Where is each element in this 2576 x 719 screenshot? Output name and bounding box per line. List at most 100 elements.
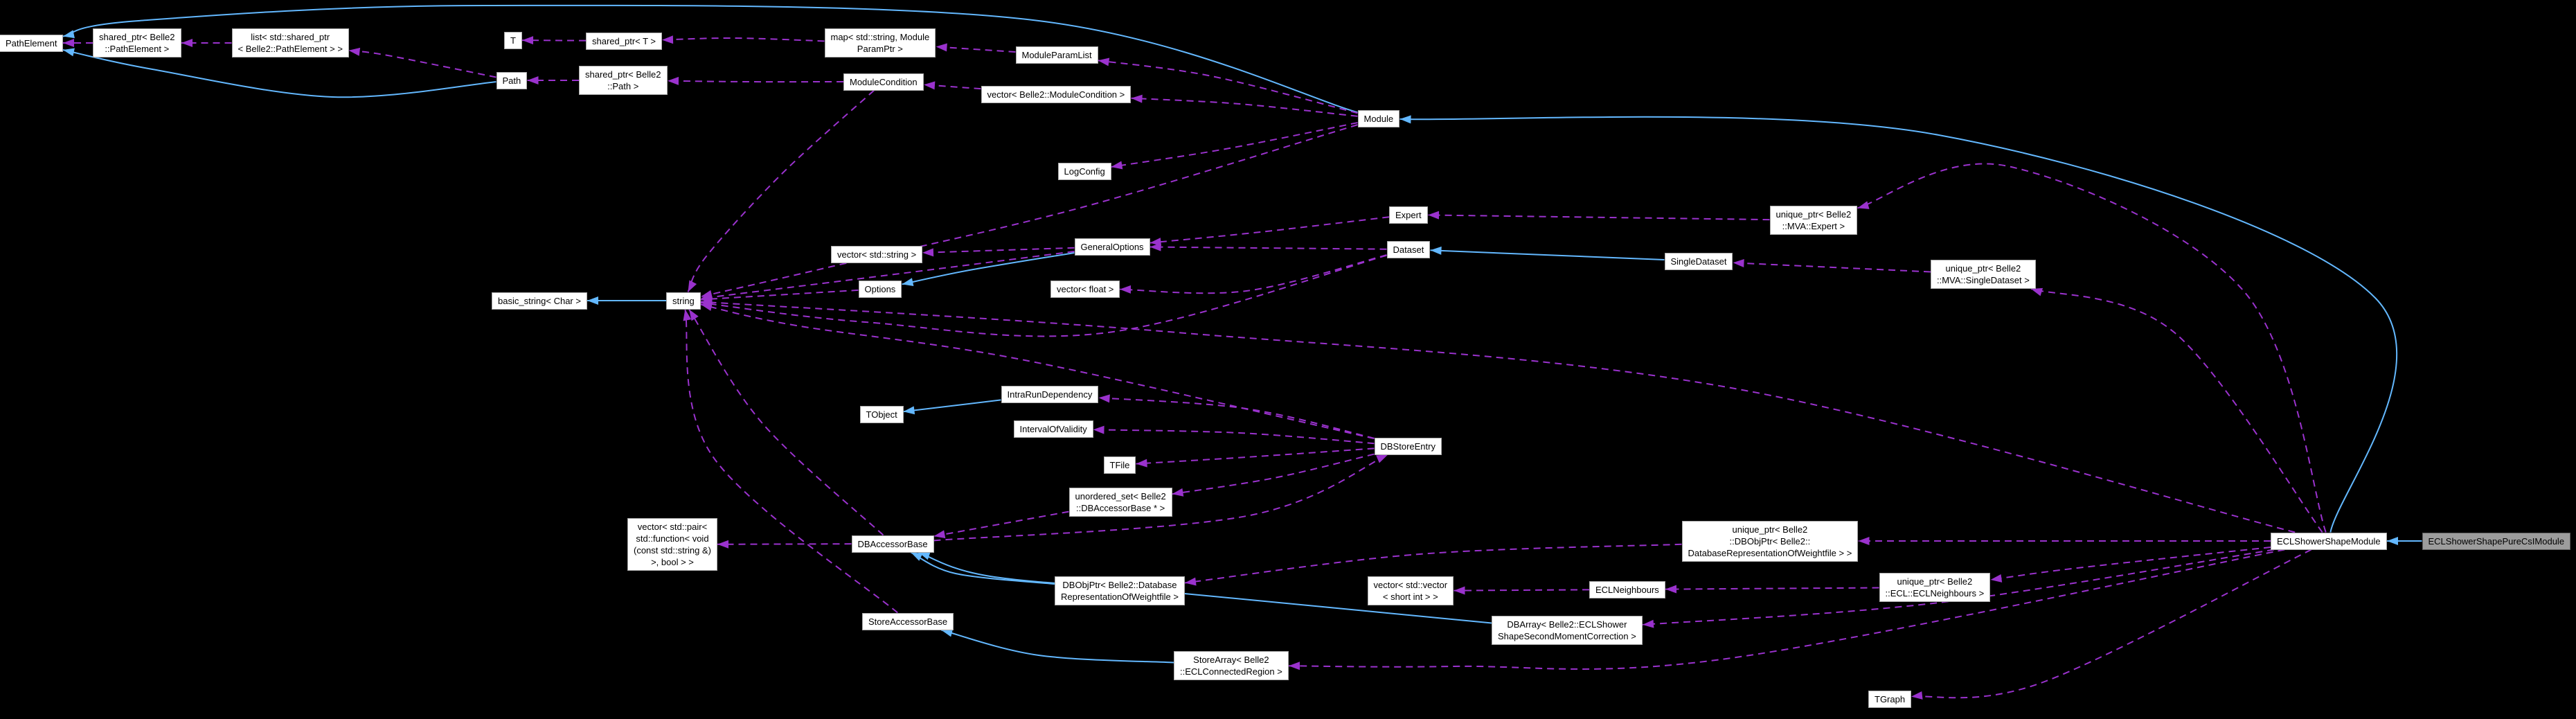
node-vec_modcond[interactable]: vector< Belle2::ModuleCondition >: [981, 85, 1132, 103]
edge-dbaccessorbase-dbstoreentry: [933, 454, 1388, 542]
edge-dbstoreentry-intervalofvalidity: [1093, 425, 1375, 445]
edge-storearray_eclcr-storeaccessorbase: [940, 628, 1174, 664]
node-label: IntervalOfValidity: [1019, 423, 1087, 434]
node-label: ::ECL::ECLNeighbours >: [1885, 588, 1985, 598]
node-string[interactable]: string: [666, 292, 701, 310]
edge-module-pathelement: [62, 4, 1358, 114]
node-label: Expert: [1395, 209, 1422, 220]
edge-eclshowershapemodule-up_singledataset: [2030, 287, 2323, 533]
node-storearray_eclcr[interactable]: StoreArray< Belle2::ECLConnectedRegion >: [1174, 651, 1289, 680]
edge-eclshowershapemodule-tgraph: [1911, 549, 2312, 700]
node-label: vector< std::string >: [837, 249, 917, 260]
node-label: ECLShowerShapePureCsIModule: [2428, 535, 2565, 547]
node-vec_float[interactable]: vector< float >: [1050, 280, 1120, 298]
node-storeaccessorbase[interactable]: StoreAccessorBase: [862, 612, 954, 630]
node-vec_string[interactable]: vector< std::string >: [831, 245, 923, 263]
node-uset_dbab[interactable]: unordered_set< Belle2::DBAccessorBase * …: [1068, 488, 1172, 517]
edge-module-vec_modcond: [1131, 94, 1358, 117]
node-eclneighbours[interactable]: ECLNeighbours: [1589, 580, 1665, 598]
node-up_dbobjptr_wf[interactable]: unique_ptr< Belle2::DBObjPtr< Belle2::Da…: [1681, 520, 1859, 562]
node-up_expert[interactable]: unique_ptr< Belle2::MVA::Expert >: [1769, 206, 1858, 235]
node-t[interactable]: T: [504, 31, 522, 49]
node-logconfig[interactable]: LogConfig: [1057, 162, 1111, 180]
node-sp_t[interactable]: shared_ptr< T >: [586, 32, 663, 50]
node-dbaccessorbase[interactable]: DBAccessorBase: [851, 535, 934, 553]
node-label: DatabaseRepresentationOfWeightfile > >: [1688, 547, 1852, 558]
node-modparamlist[interactable]: ModuleParamList: [1015, 46, 1098, 64]
edge-dataset-string: [700, 254, 1387, 337]
node-label: GeneralOptions: [1080, 241, 1144, 252]
edge-dbstoreentry-intrarundep: [1098, 394, 1375, 439]
edge-up_dbobjptr_wf-dbobjptr_wf: [1184, 543, 1682, 586]
node-dataset[interactable]: Dataset: [1386, 240, 1431, 258]
edge-dbstoreentry-uset_dbab: [1172, 453, 1375, 497]
edge-up_expert-expert: [1427, 211, 1770, 221]
node-tfile[interactable]: TFile: [1103, 456, 1136, 474]
edge-up_singledataset-singledataset: [1733, 259, 1931, 273]
node-label: Module: [1363, 113, 1394, 124]
node-label: ::MVA::Expert >: [1782, 221, 1845, 231]
edge-dataset-generaloptions: [1150, 242, 1387, 251]
edge-modcondition-sp_path: [667, 76, 844, 85]
node-singledataset[interactable]: SingleDataset: [1664, 252, 1733, 270]
edge-storeaccessorbase-string: [683, 309, 898, 614]
node-list_sp_pathelement[interactable]: list< std::shared_ptr< Belle2::PathEleme…: [231, 28, 349, 57]
node-label: ::PathElement >: [105, 44, 170, 54]
node-label: PathElement: [6, 37, 57, 48]
node-options[interactable]: Options: [858, 280, 902, 298]
node-label: Dataset: [1393, 244, 1424, 255]
node-module[interactable]: Module: [1357, 109, 1400, 127]
node-up_singledataset[interactable]: unique_ptr< Belle2::MVA::SingleDataset >: [1931, 260, 2036, 289]
node-label: DBAccessorBase: [857, 538, 928, 549]
node-label: ::DBAccessorBase * >: [1075, 503, 1165, 513]
node-intrarundep[interactable]: IntraRunDependency: [1001, 385, 1099, 403]
node-label: ::DBObjPtr< Belle2::: [1729, 535, 1811, 547]
edge-singledataset-dataset: [1430, 246, 1665, 260]
node-sp_path[interactable]: shared_ptr< Belle2::Path >: [579, 66, 668, 95]
edge-path-pathelement: [62, 48, 497, 98]
node-eclshowershapemodule[interactable]: ECLShowerShapeModule: [2271, 532, 2387, 550]
edge-eclshowershapemodule-string: [700, 298, 2296, 533]
edge-intrarundep-tobject: [903, 399, 1001, 415]
node-vec_pair_fn[interactable]: vector< std::pair<std::function< void(co…: [627, 518, 717, 571]
node-generaloptions[interactable]: GeneralOptions: [1074, 238, 1150, 256]
edge-sp_t-t: [521, 36, 587, 45]
node-vec_shortint[interactable]: vector< std::vector< short int > >: [1367, 576, 1454, 605]
edge-modparamlist-map_mpp: [936, 43, 1016, 53]
node-tgraph[interactable]: TGraph: [1868, 690, 1912, 708]
node-expert[interactable]: Expert: [1389, 206, 1428, 224]
node-pathelement[interactable]: PathElement: [0, 34, 64, 52]
node-label: Options: [864, 283, 896, 294]
node-dbstoreentry[interactable]: DBStoreEntry: [1374, 437, 1442, 455]
node-label: map< std::string, Module: [830, 32, 930, 42]
edge-eclshowershapemodule-up_expert: [1857, 163, 2327, 533]
edge-uset_dbab-dbaccessorbase: [933, 511, 1069, 539]
node-sp_pathelement[interactable]: shared_ptr< Belle2::PathElement >: [93, 28, 181, 57]
node-label: list< std::shared_ptr: [251, 32, 330, 42]
node-label: vector< Belle2::ModuleCondition >: [987, 89, 1125, 100]
edge-dbstoreentry-tfile: [1136, 447, 1375, 468]
node-label: std::function< void: [636, 533, 709, 544]
node-label: basic_string< Char >: [498, 295, 581, 306]
edge-generaloptions-options: [902, 252, 1075, 287]
node-label: Path: [502, 75, 521, 86]
node-modcondition[interactable]: ModuleCondition: [843, 73, 924, 91]
node-label: T: [510, 35, 516, 46]
edge-vec_modcond-modcondition: [923, 81, 981, 90]
node-intervalofvalidity[interactable]: IntervalOfValidity: [1013, 420, 1093, 438]
node-label: string: [672, 295, 695, 306]
node-label: StoreArray< Belle2: [1193, 655, 1269, 665]
node-label: DBArray< Belle2::ECLShower: [1507, 619, 1627, 630]
node-up_eclneighbours[interactable]: unique_ptr< Belle2::ECL::ECLNeighbours >: [1879, 573, 1991, 602]
node-label: ShapeSecondMomentCorrection >: [1498, 631, 1636, 641]
node-tobject[interactable]: TObject: [859, 405, 904, 423]
node-basic_string[interactable]: basic_string< Char >: [492, 292, 587, 310]
edge-up_eclneighbours-eclneighbours: [1665, 585, 1879, 594]
node-label: unique_ptr< Belle2: [1732, 524, 1808, 535]
edge-module-string: [700, 124, 1358, 299]
node-path[interactable]: Path: [496, 71, 528, 89]
